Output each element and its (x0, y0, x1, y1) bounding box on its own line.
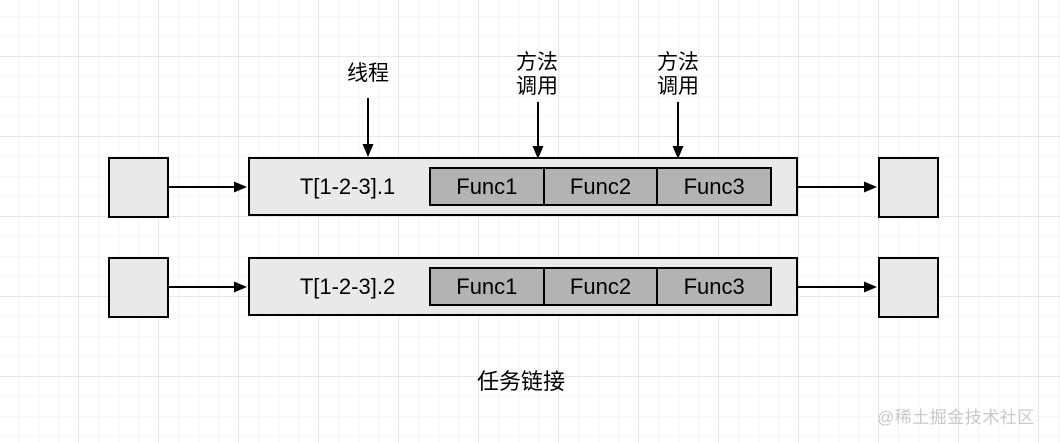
thread-id-label: T[1-2-3].2 (299, 273, 396, 299)
method-call-2-line2: 调用 (657, 75, 699, 98)
link-arrow-row1-left (169, 181, 247, 193)
func-box: Func2 (542, 167, 659, 206)
func-box: Func1 (429, 267, 545, 306)
func-box: Func2 (542, 267, 659, 306)
task-chain-row1: T[1-2-3].1 Func1 Func2 Func3 (248, 157, 798, 216)
method-call-arrow-2 (672, 102, 684, 159)
link-arrow-row1-right (798, 181, 877, 193)
method-call-1-line2: 调用 (516, 75, 558, 98)
link-arrow-row2-right (798, 281, 877, 293)
method-call-2-line1: 方法 (657, 51, 699, 74)
thread-pointer-arrow (362, 98, 374, 157)
thread-annotation-text: 线程 (347, 62, 389, 85)
method-call-annotation-label-1: 方法 调用 (467, 51, 607, 99)
thread-annotation-label: 线程 (298, 62, 438, 86)
func-group-row1: Func1 Func2 Func3 (429, 167, 773, 206)
method-call-1-line1: 方法 (516, 51, 558, 74)
node-box-row1-left (108, 157, 169, 218)
func-box: Func3 (656, 267, 773, 306)
link-arrow-row2-left (169, 281, 247, 293)
func-box: Func3 (656, 167, 773, 206)
func-group-row2: Func1 Func2 Func3 (429, 267, 773, 306)
watermark-text: @稀土掘金技术社区 (877, 408, 1035, 427)
method-call-annotation-label-2: 方法 调用 (608, 51, 748, 99)
task-chain-row2: T[1-2-3].2 Func1 Func2 Func3 (248, 257, 798, 316)
node-box-row2-left (108, 257, 169, 318)
func-box: Func1 (429, 167, 545, 206)
thread-id-label: T[1-2-3].1 (299, 173, 396, 199)
node-box-row1-right (878, 157, 939, 218)
method-call-arrow-1 (532, 102, 544, 159)
diagram-caption: 任务链接 (476, 369, 565, 394)
node-box-row2-right (878, 257, 939, 318)
